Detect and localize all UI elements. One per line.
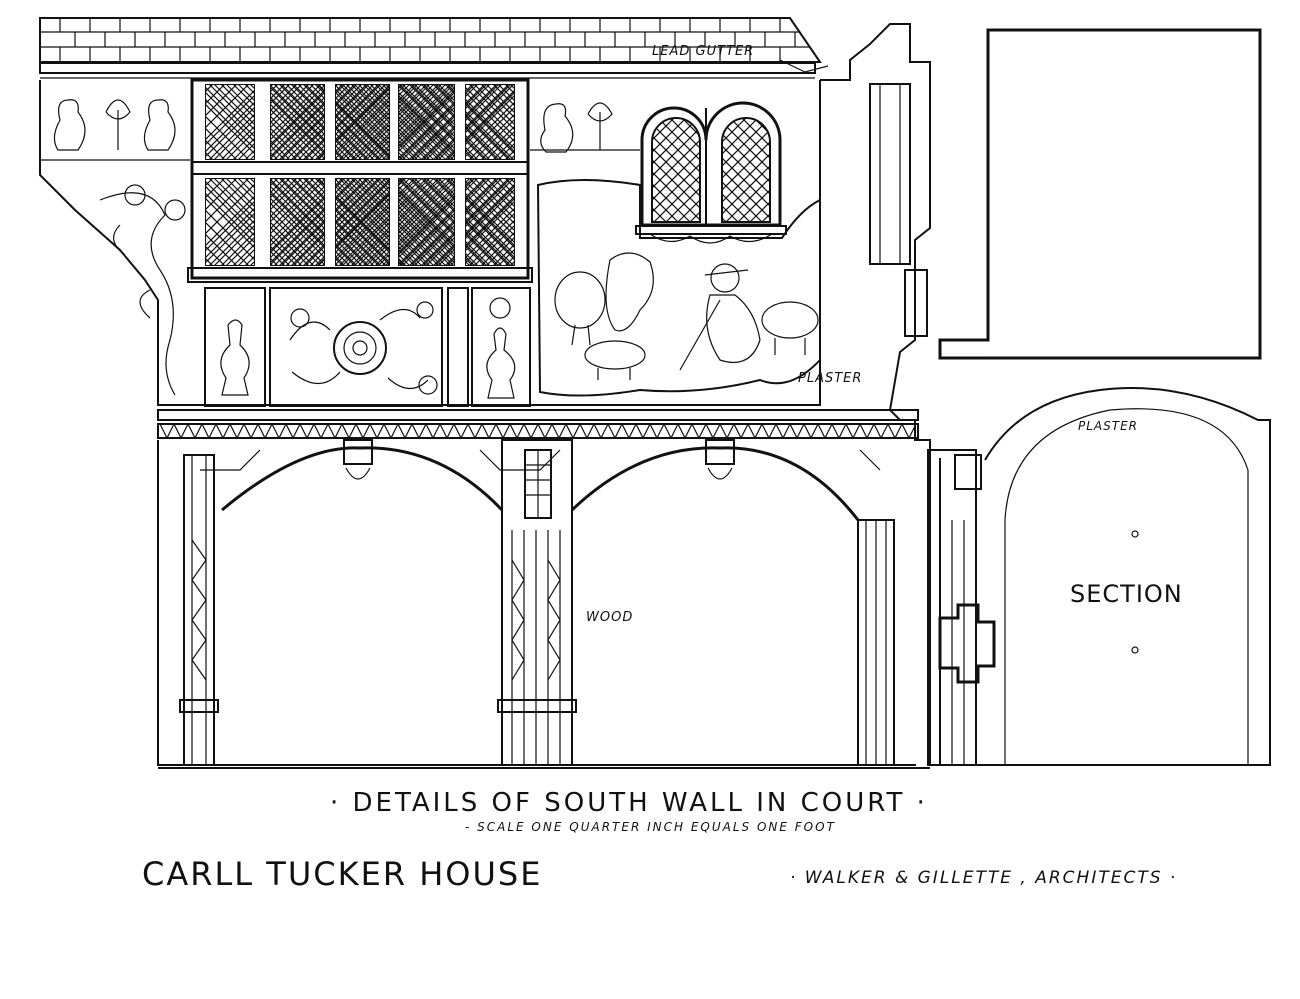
section-detail <box>820 23 1271 766</box>
scale-note: - SCALE ONE QUARTER INCH EQUALS ONE FOOT <box>465 820 836 834</box>
plaster-section-label: PLASTER <box>1078 419 1138 433</box>
upper-wall-outline <box>39 80 821 406</box>
arched-window <box>635 101 787 244</box>
lead-gutter <box>39 59 829 79</box>
plaster-label: PLASTER <box>798 371 863 386</box>
pillar-center <box>497 439 577 766</box>
drawing-title: · DETAILS OF SOUTH WALL IN COURT · <box>330 788 928 818</box>
house-name: CARLL TUCKER HOUSE <box>142 855 543 893</box>
plaster-ornament-left <box>53 99 186 396</box>
wood-label: WOOD <box>586 610 634 625</box>
carved-panels <box>204 287 531 407</box>
lead-gutter-label: LEAD GUTTER <box>652 44 755 59</box>
plaster-mural <box>536 102 821 397</box>
section-title: SECTION <box>1070 580 1183 608</box>
pillar-right <box>857 519 895 766</box>
frieze-beam <box>157 409 919 440</box>
architects-credit: · WALKER & GILLETTE , ARCHITECTS · <box>790 868 1178 888</box>
roof-tiles <box>39 17 822 63</box>
pillar-left <box>179 454 219 766</box>
arcade <box>157 439 930 769</box>
